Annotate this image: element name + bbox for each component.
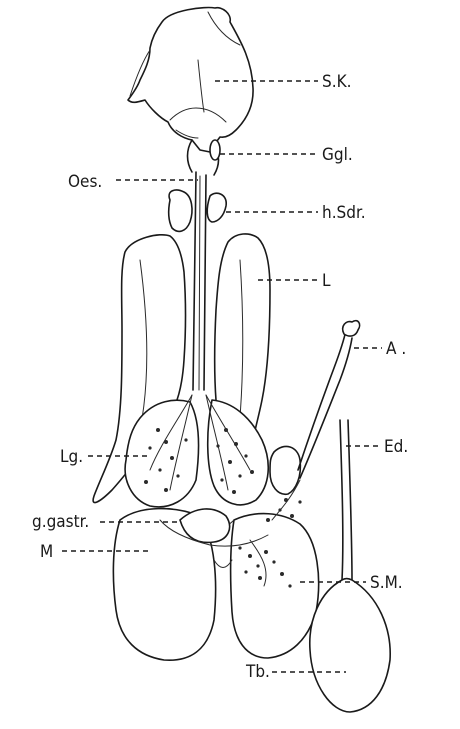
label-a: A . — [354, 339, 406, 359]
label-lg-text: Lg. — [60, 447, 83, 467]
label-ggastr-text: g.gastr. — [32, 512, 89, 532]
label-ggl-text: Ggl. — [322, 145, 353, 165]
label-ed: Ed. — [346, 437, 408, 457]
label-hsdr-text: h.Sdr. — [322, 203, 366, 223]
duct-drawing — [270, 321, 360, 520]
label-ggl: Ggl. — [220, 145, 353, 165]
label-a-text: A . — [386, 339, 406, 359]
label-sm-text: S.M. — [370, 573, 403, 593]
label-ed-text: Ed. — [384, 437, 408, 457]
label-oes: Oes. — [68, 172, 198, 192]
salivary-glands-drawing — [169, 190, 227, 231]
label-oes-text: Oes. — [68, 172, 102, 192]
label-hsdr: h.Sdr. — [226, 203, 366, 223]
label-tb-text: Tb. — [245, 662, 270, 682]
pharynx-head-drawing — [128, 8, 253, 152]
bladder-drawing — [310, 420, 390, 712]
stomach-drawing — [113, 498, 318, 660]
label-m-text: M — [40, 542, 53, 562]
label-sk-text: S.K. — [322, 72, 351, 92]
label-l-text: L — [322, 271, 331, 291]
